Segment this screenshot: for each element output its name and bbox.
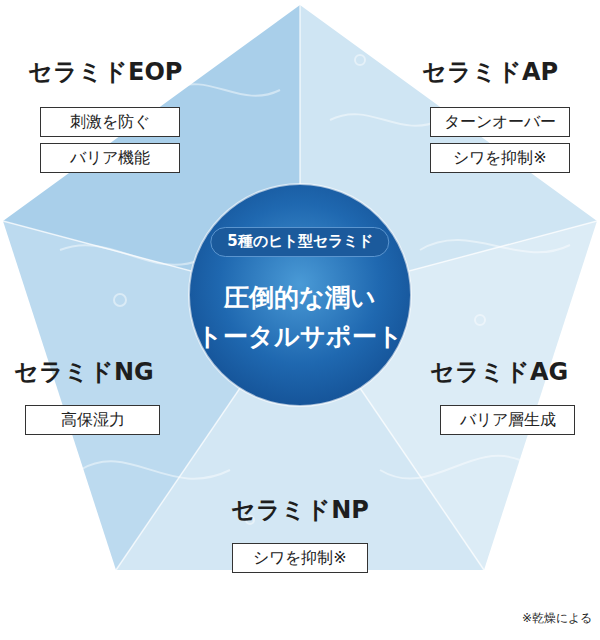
feature-box: バリア層生成 <box>440 405 575 435</box>
ceramide-heading: セラミドAP <box>422 56 558 88</box>
ceramide-heading: セラミドAG <box>430 356 568 388</box>
node-text: 刺激を防ぐ <box>51 111 169 133</box>
ceramide-heading: セラミドNP <box>231 494 369 526</box>
feature-box: 高保湿力 <box>25 405 160 435</box>
center-circle: 圧倒的な潤い トータルサポート 5種のヒト型セラミド <box>188 183 412 407</box>
feature-box: ターンオーバー <box>430 107 570 137</box>
node-text: 高保湿力 <box>36 409 149 431</box>
node-text: 5種のヒト型セラミド <box>227 232 372 252</box>
ceramide-heading: セラミドNG <box>14 356 154 388</box>
node-text: バリア機能 <box>51 147 169 169</box>
facet-lines <box>3 5 597 570</box>
node-text: バリア層生成 <box>451 409 564 431</box>
ceramide-heading: セラミドEOP <box>28 56 182 88</box>
heading-pill: 5種のヒト型セラミド <box>210 227 389 257</box>
circle-fill <box>189 184 411 406</box>
feature-box: シワを抑制※ <box>232 543 368 573</box>
feature-box: バリア機能 <box>40 143 180 173</box>
feature-box: シワを抑制※ <box>430 143 570 173</box>
feature-box: 刺激を防ぐ <box>40 107 180 137</box>
node-text: シワを抑制※ <box>441 147 559 169</box>
node-text: シワを抑制※ <box>243 547 357 569</box>
footnote: ※乾燥による <box>522 610 592 627</box>
node-text: ターンオーバー <box>441 111 559 133</box>
node-text: 圧倒的な潤い トータルサポート <box>188 279 412 357</box>
